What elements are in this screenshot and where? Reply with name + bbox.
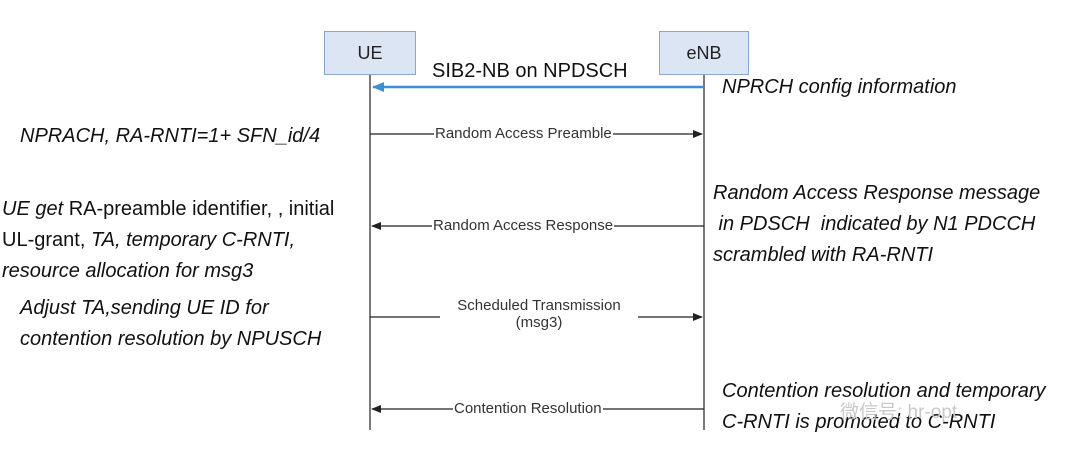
ue-node: UE bbox=[324, 31, 416, 75]
scheduled-label-line2: (msg3) bbox=[515, 314, 563, 331]
enb-contention-note: Contention resolution and temporary C-RN… bbox=[722, 376, 1046, 438]
wechat-watermark: 微信号: hr-opt bbox=[840, 402, 958, 423]
ue-response-l1a: UE get bbox=[2, 198, 69, 220]
ue-adjust-l1: Adjust TA,sending UE ID for bbox=[20, 297, 269, 319]
enb-config-note: NPRCH config information bbox=[722, 76, 957, 98]
enb-response-note: Random Access Response message in PDSCH … bbox=[713, 178, 1040, 271]
enb-response-l1: Random Access Response message bbox=[713, 182, 1041, 204]
ue-response-l2b: TA, temporary C-RNTI, bbox=[90, 229, 296, 251]
ue-adjust-note: Adjust TA,sending UE ID for contention r… bbox=[20, 293, 321, 355]
preamble-label: Random Access Preamble bbox=[434, 125, 613, 142]
ue-response-l3: resource allocation for msg3 bbox=[2, 260, 254, 282]
contention-label: Contention Resolution bbox=[453, 400, 603, 417]
enb-response-l3: scrambled with RA-RNTI bbox=[713, 244, 934, 266]
scheduled-label-line1: Scheduled Transmission bbox=[457, 297, 621, 314]
ue-adjust-l2: contention resolution by NPUSCH bbox=[20, 328, 322, 350]
enb-node: eNB bbox=[659, 31, 749, 75]
response-label: Random Access Response bbox=[432, 217, 615, 234]
scheduled-label: Scheduled Transmission (msg3) bbox=[440, 297, 638, 331]
sib-message-label: SIB2-NB on NPDSCH bbox=[432, 60, 628, 82]
ue-response-note: UE get RA-preamble identifier, , initial… bbox=[2, 194, 334, 287]
enb-response-l2: in PDSCH indicated by N1 PDCCH bbox=[713, 213, 1036, 235]
ue-label: UE bbox=[357, 42, 383, 63]
ue-response-l1b: RA-preamble identifier, , initial bbox=[68, 198, 335, 220]
ue-response-l2a: UL-grant, bbox=[2, 229, 91, 251]
enb-contention-l1: Contention resolution and temporary bbox=[722, 380, 1046, 402]
ue-preamble-note: NPRACH, RA-RNTI=1+ SFN_id/4 bbox=[20, 125, 321, 147]
enb-label: eNB bbox=[686, 42, 722, 63]
enb-contention-l2: C-RNTI is promoted to C-RNTI bbox=[722, 411, 996, 433]
